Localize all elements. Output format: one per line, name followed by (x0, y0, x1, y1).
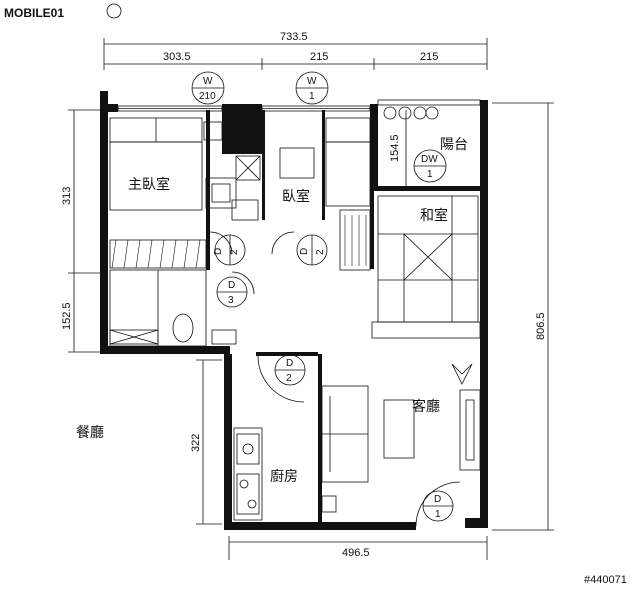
sink-icon (211, 329, 237, 345)
bathroom (109, 269, 237, 347)
svg-text:D: D (434, 494, 441, 505)
svg-text:DW: DW (421, 154, 438, 165)
dim-top-seg3: 215 (420, 51, 438, 63)
watermark-logo-icon (106, 3, 122, 19)
svg-text:1: 1 (435, 509, 441, 520)
room-label-master-bedroom: 主臥室 (128, 176, 170, 193)
dim-top-total: 733.5 (280, 31, 308, 43)
left-dimensions: 313 152.5 322 (61, 109, 222, 525)
bottom-dimensions: 496.5 (228, 536, 488, 560)
tag-d2c: D 2 (274, 354, 306, 386)
chair-icon (205, 177, 237, 209)
dim-top-seg2: 215 (310, 51, 328, 63)
chair-icon (279, 147, 315, 179)
dim-balcony-depth: 154.5 (389, 134, 401, 162)
tag-dw1: DW 1 (413, 149, 447, 183)
svg-text:D: D (228, 280, 235, 291)
dim-left-lower: 152.5 (61, 302, 73, 330)
tatami-room: 和室 (371, 195, 481, 339)
tag-d3: D 3 (216, 276, 248, 308)
bathtub-icon (109, 329, 159, 345)
trash-can-icon (321, 495, 337, 513)
dim-left-upper: 313 (61, 187, 73, 205)
watermark-brand: MOBILE01 (4, 6, 64, 20)
room-label-balcony: 陽台 (440, 137, 468, 153)
tag-w1: W 1 (295, 71, 329, 105)
stove-icon (236, 473, 260, 515)
plant-icon (451, 363, 473, 385)
top-windows (117, 99, 481, 112)
svg-text:2: 2 (229, 249, 240, 255)
dim-left-kitchen: 322 (190, 434, 202, 452)
svg-text:D: D (286, 358, 293, 369)
bed-pillow-icon (325, 117, 371, 143)
svg-text:W: W (203, 76, 213, 87)
svg-text:1: 1 (309, 91, 315, 102)
right-dimensions: 806.5 154.5 (389, 102, 554, 531)
tag-d1: D 1 (422, 490, 454, 522)
living-room: 客廳 (321, 363, 481, 513)
master-bedroom: 主臥室 (109, 117, 259, 269)
coffee-table-icon (383, 399, 415, 459)
door-swings (209, 231, 461, 527)
room-label-kitchen: 廚房 (270, 468, 298, 485)
plant-icon (383, 106, 397, 120)
dim-top-seg1: 303.5 (163, 51, 191, 63)
toilet-icon (172, 313, 194, 343)
bed-icon (109, 141, 203, 211)
svg-text:W: W (307, 76, 317, 87)
balcony: 陽台 (383, 106, 468, 153)
dim-bottom: 496.5 (342, 547, 370, 559)
closet-hatch (109, 239, 207, 269)
plant-icon (398, 106, 412, 120)
svg-text:2: 2 (315, 249, 326, 255)
tag-d2a: D 2 (213, 234, 246, 266)
top-dimensions: 733.5 303.5 215 215 (103, 31, 488, 70)
svg-text:2: 2 (286, 373, 292, 384)
kitchen-sink-icon (236, 433, 260, 465)
room-label-dining: 餐廳 (76, 424, 104, 441)
svg-text:D: D (299, 248, 310, 255)
svg-text:210: 210 (199, 91, 216, 102)
room-label-tatami: 和室 (420, 207, 448, 224)
single-bed-icon (325, 141, 371, 207)
dim-right-total: 806.5 (535, 312, 547, 340)
plant-icon (425, 106, 439, 120)
walls (100, 91, 488, 530)
kitchen: 廚房 (233, 427, 298, 521)
bedroom: 臥室 (235, 117, 371, 271)
plant-icon (413, 106, 427, 120)
svg-text:3: 3 (228, 295, 234, 306)
plant-icon (203, 121, 223, 141)
room-label-living: 客廳 (412, 398, 440, 415)
desk-icon (231, 199, 259, 221)
watermark-ref: #440071 (584, 574, 627, 586)
counter-icon (233, 427, 263, 521)
wardrobe-icon (339, 209, 371, 271)
tag-d2b: D 2 (296, 234, 328, 266)
ac-unit-icon (235, 155, 261, 181)
svg-text:D: D (213, 248, 224, 255)
tag-w210: W 210 (191, 71, 225, 105)
room-label-bedroom: 臥室 (282, 188, 310, 205)
svg-text:1: 1 (427, 169, 433, 180)
tv-cabinet-icon (459, 389, 481, 471)
